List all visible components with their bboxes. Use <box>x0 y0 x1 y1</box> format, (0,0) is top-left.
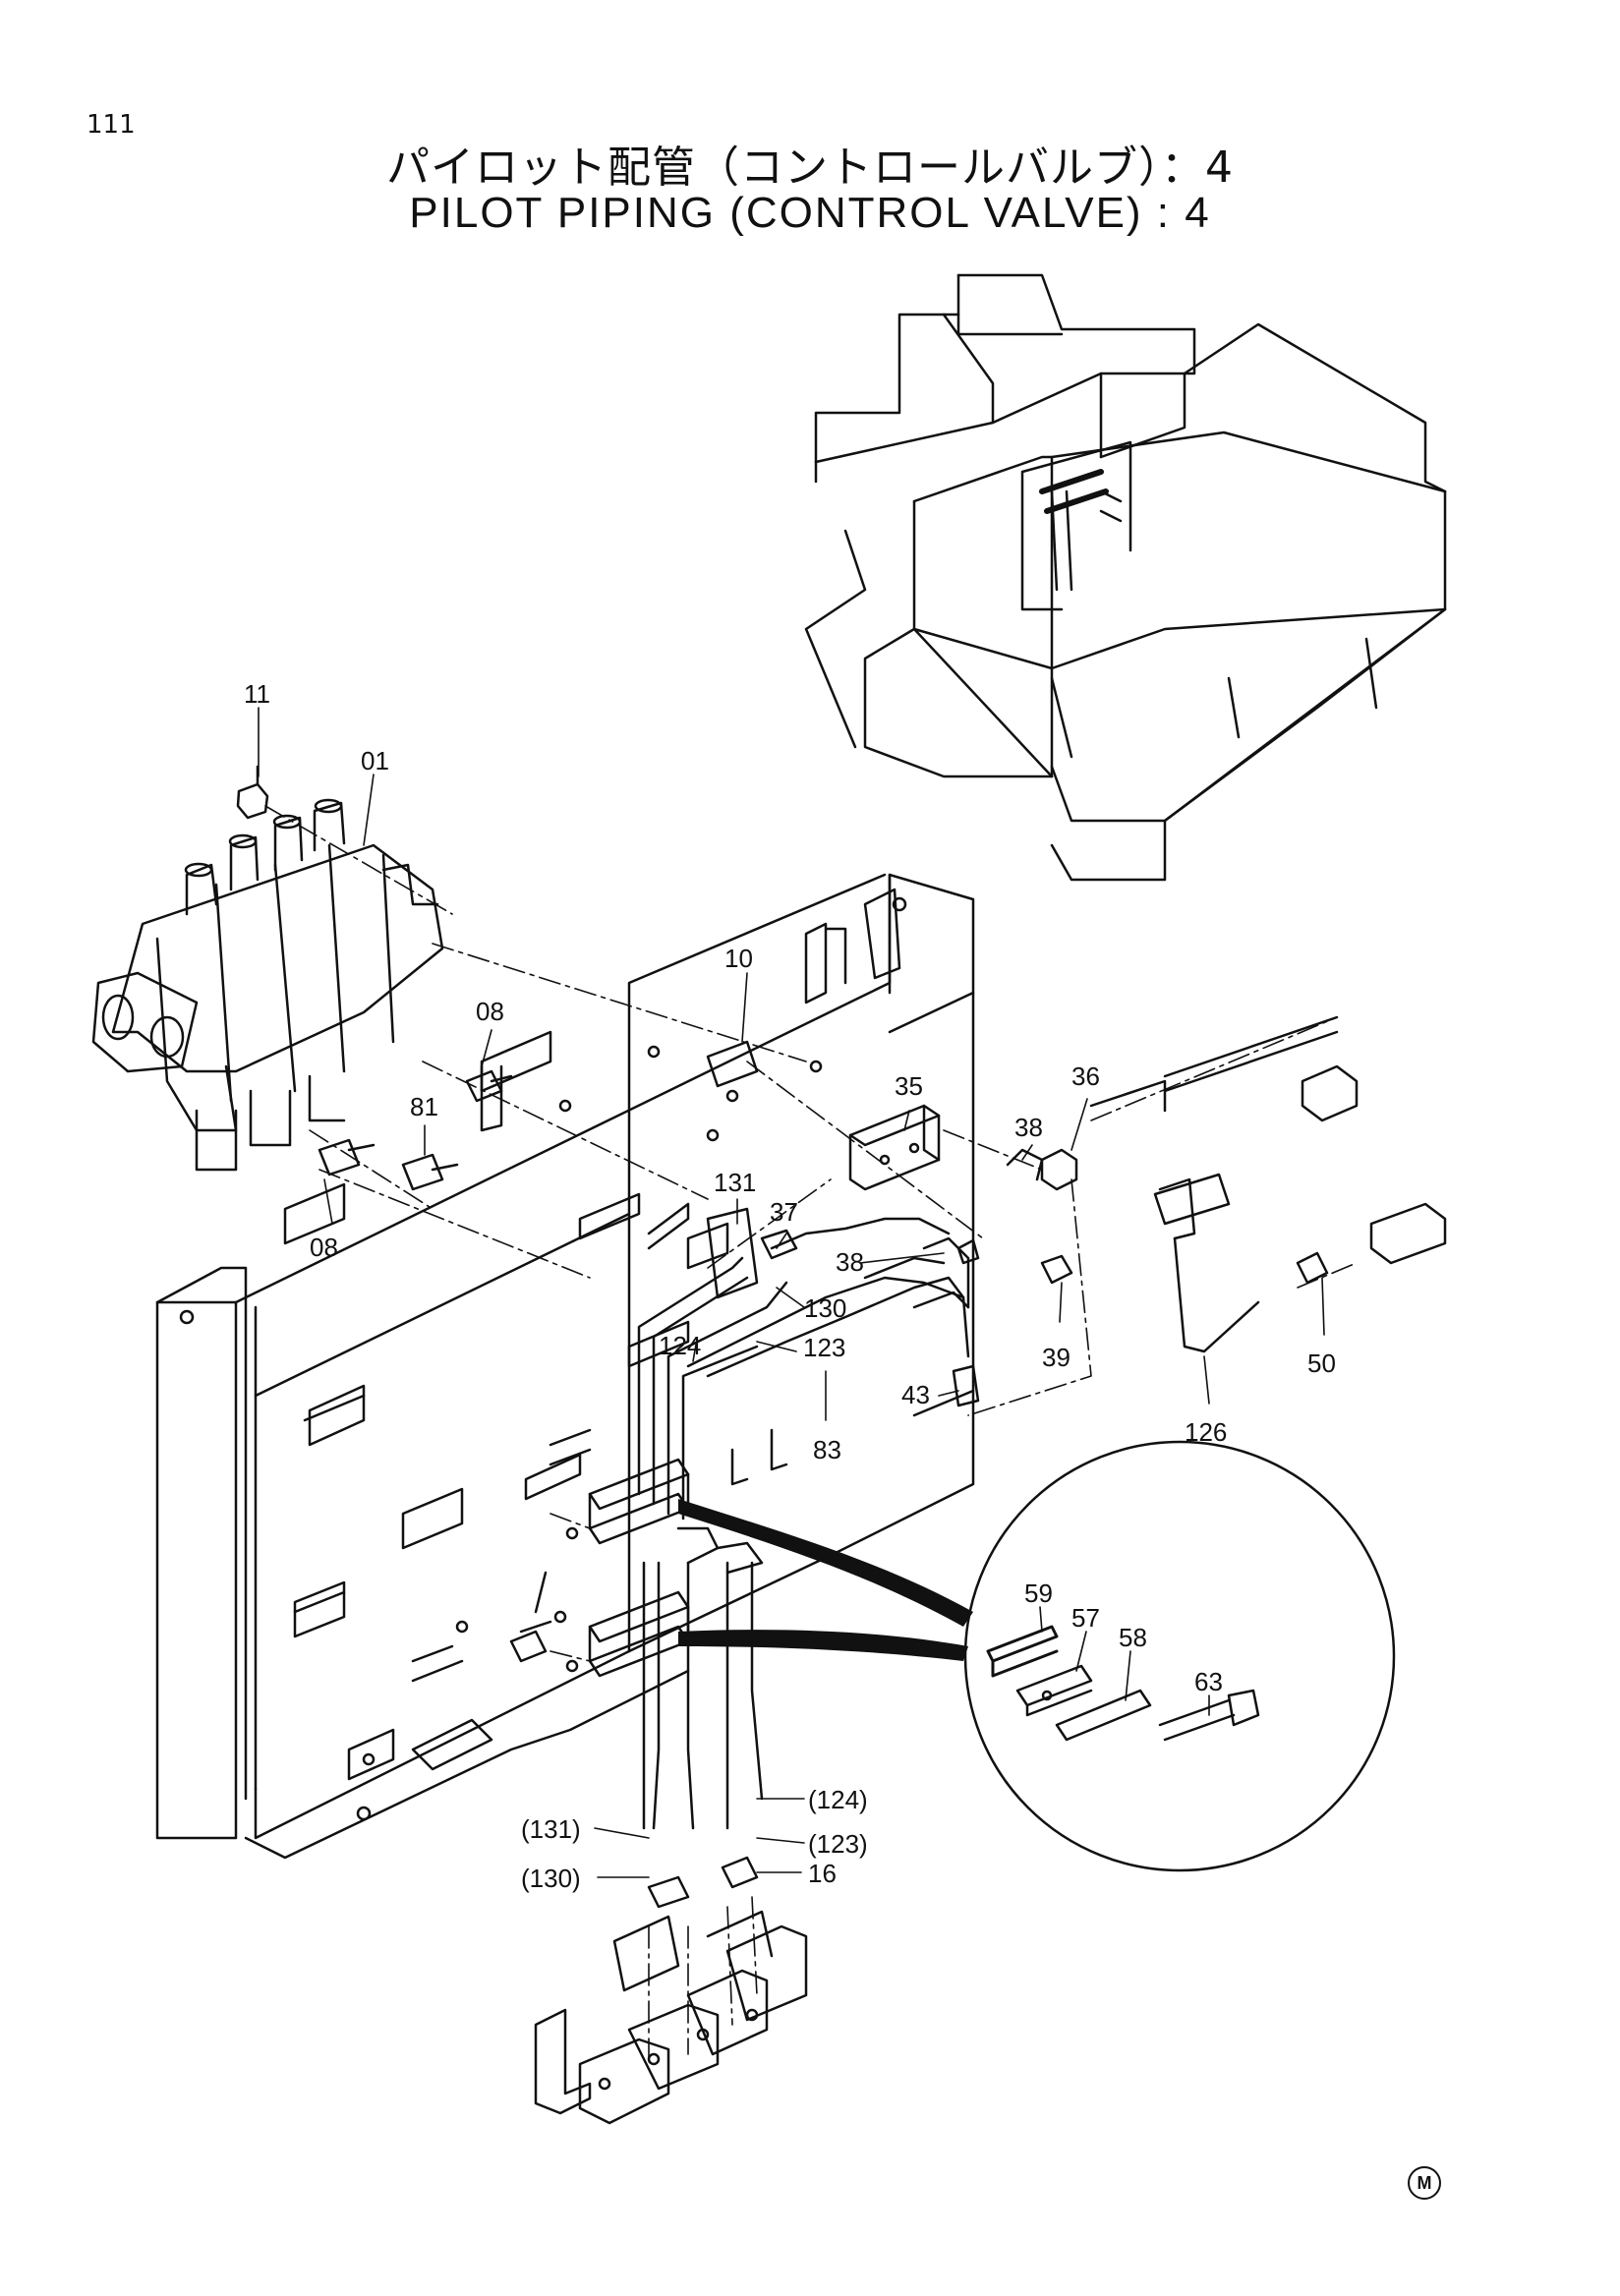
label-10: 10 <box>724 944 753 973</box>
label-43: 43 <box>901 1380 930 1409</box>
main-frame <box>155 873 975 1860</box>
label-124-ref: (124) <box>808 1785 868 1814</box>
label-126: 126 <box>1185 1417 1227 1447</box>
detail-leaders <box>678 1499 973 1661</box>
assembly-lines <box>264 805 1358 2065</box>
pipe-126 <box>1089 1015 1447 1353</box>
label-37: 37 <box>770 1197 798 1227</box>
part-labels: 11 01 10 08 81 08 36 35 38 37 131 38 130… <box>244 679 1336 1893</box>
label-57: 57 <box>1071 1603 1100 1633</box>
control-valve <box>91 798 444 1172</box>
fittings <box>318 1040 1329 1407</box>
block-35 <box>848 1104 941 1191</box>
clamps <box>565 1458 690 1678</box>
label-131: 131 <box>714 1168 756 1197</box>
label-08-lower: 08 <box>310 1233 338 1262</box>
label-38-upper: 38 <box>1014 1113 1043 1142</box>
title-english: PILOT PIPING (CONTROL VALVE) : 4 <box>409 189 1211 237</box>
label-16: 16 <box>808 1859 837 1888</box>
label-83: 83 <box>813 1435 841 1464</box>
label-01: 01 <box>361 746 389 775</box>
label-11: 11 <box>244 679 270 709</box>
label-130: 130 <box>804 1293 846 1323</box>
label-81: 81 <box>410 1092 438 1121</box>
label-131-ref: (131) <box>521 1814 581 1844</box>
label-59: 59 <box>1024 1578 1053 1608</box>
lower-brackets <box>534 1856 808 2125</box>
page-number: 111 <box>87 110 136 140</box>
pilot-hoses <box>637 1217 970 1830</box>
label-124: 124 <box>659 1331 701 1360</box>
label-123-ref: (123) <box>808 1829 868 1859</box>
label-38-lower: 38 <box>836 1247 864 1277</box>
label-35: 35 <box>895 1071 923 1101</box>
nut-11 <box>236 765 269 820</box>
catalog-mark: M <box>1408 2166 1441 2200</box>
label-39: 39 <box>1042 1343 1070 1372</box>
leader-lines <box>258 707 1325 1878</box>
title-japanese: パイロット配管（コントロールバルブ）：4 <box>386 143 1234 193</box>
label-123: 123 <box>803 1333 845 1362</box>
label-08-upper: 08 <box>476 997 504 1026</box>
label-130-ref: (130) <box>521 1864 581 1893</box>
label-36: 36 <box>1071 1062 1100 1091</box>
label-58: 58 <box>1119 1623 1147 1652</box>
machine-overview <box>804 273 1447 882</box>
label-50: 50 <box>1307 1349 1336 1378</box>
label-63: 63 <box>1194 1667 1223 1696</box>
detail-circle <box>963 1440 1396 1872</box>
